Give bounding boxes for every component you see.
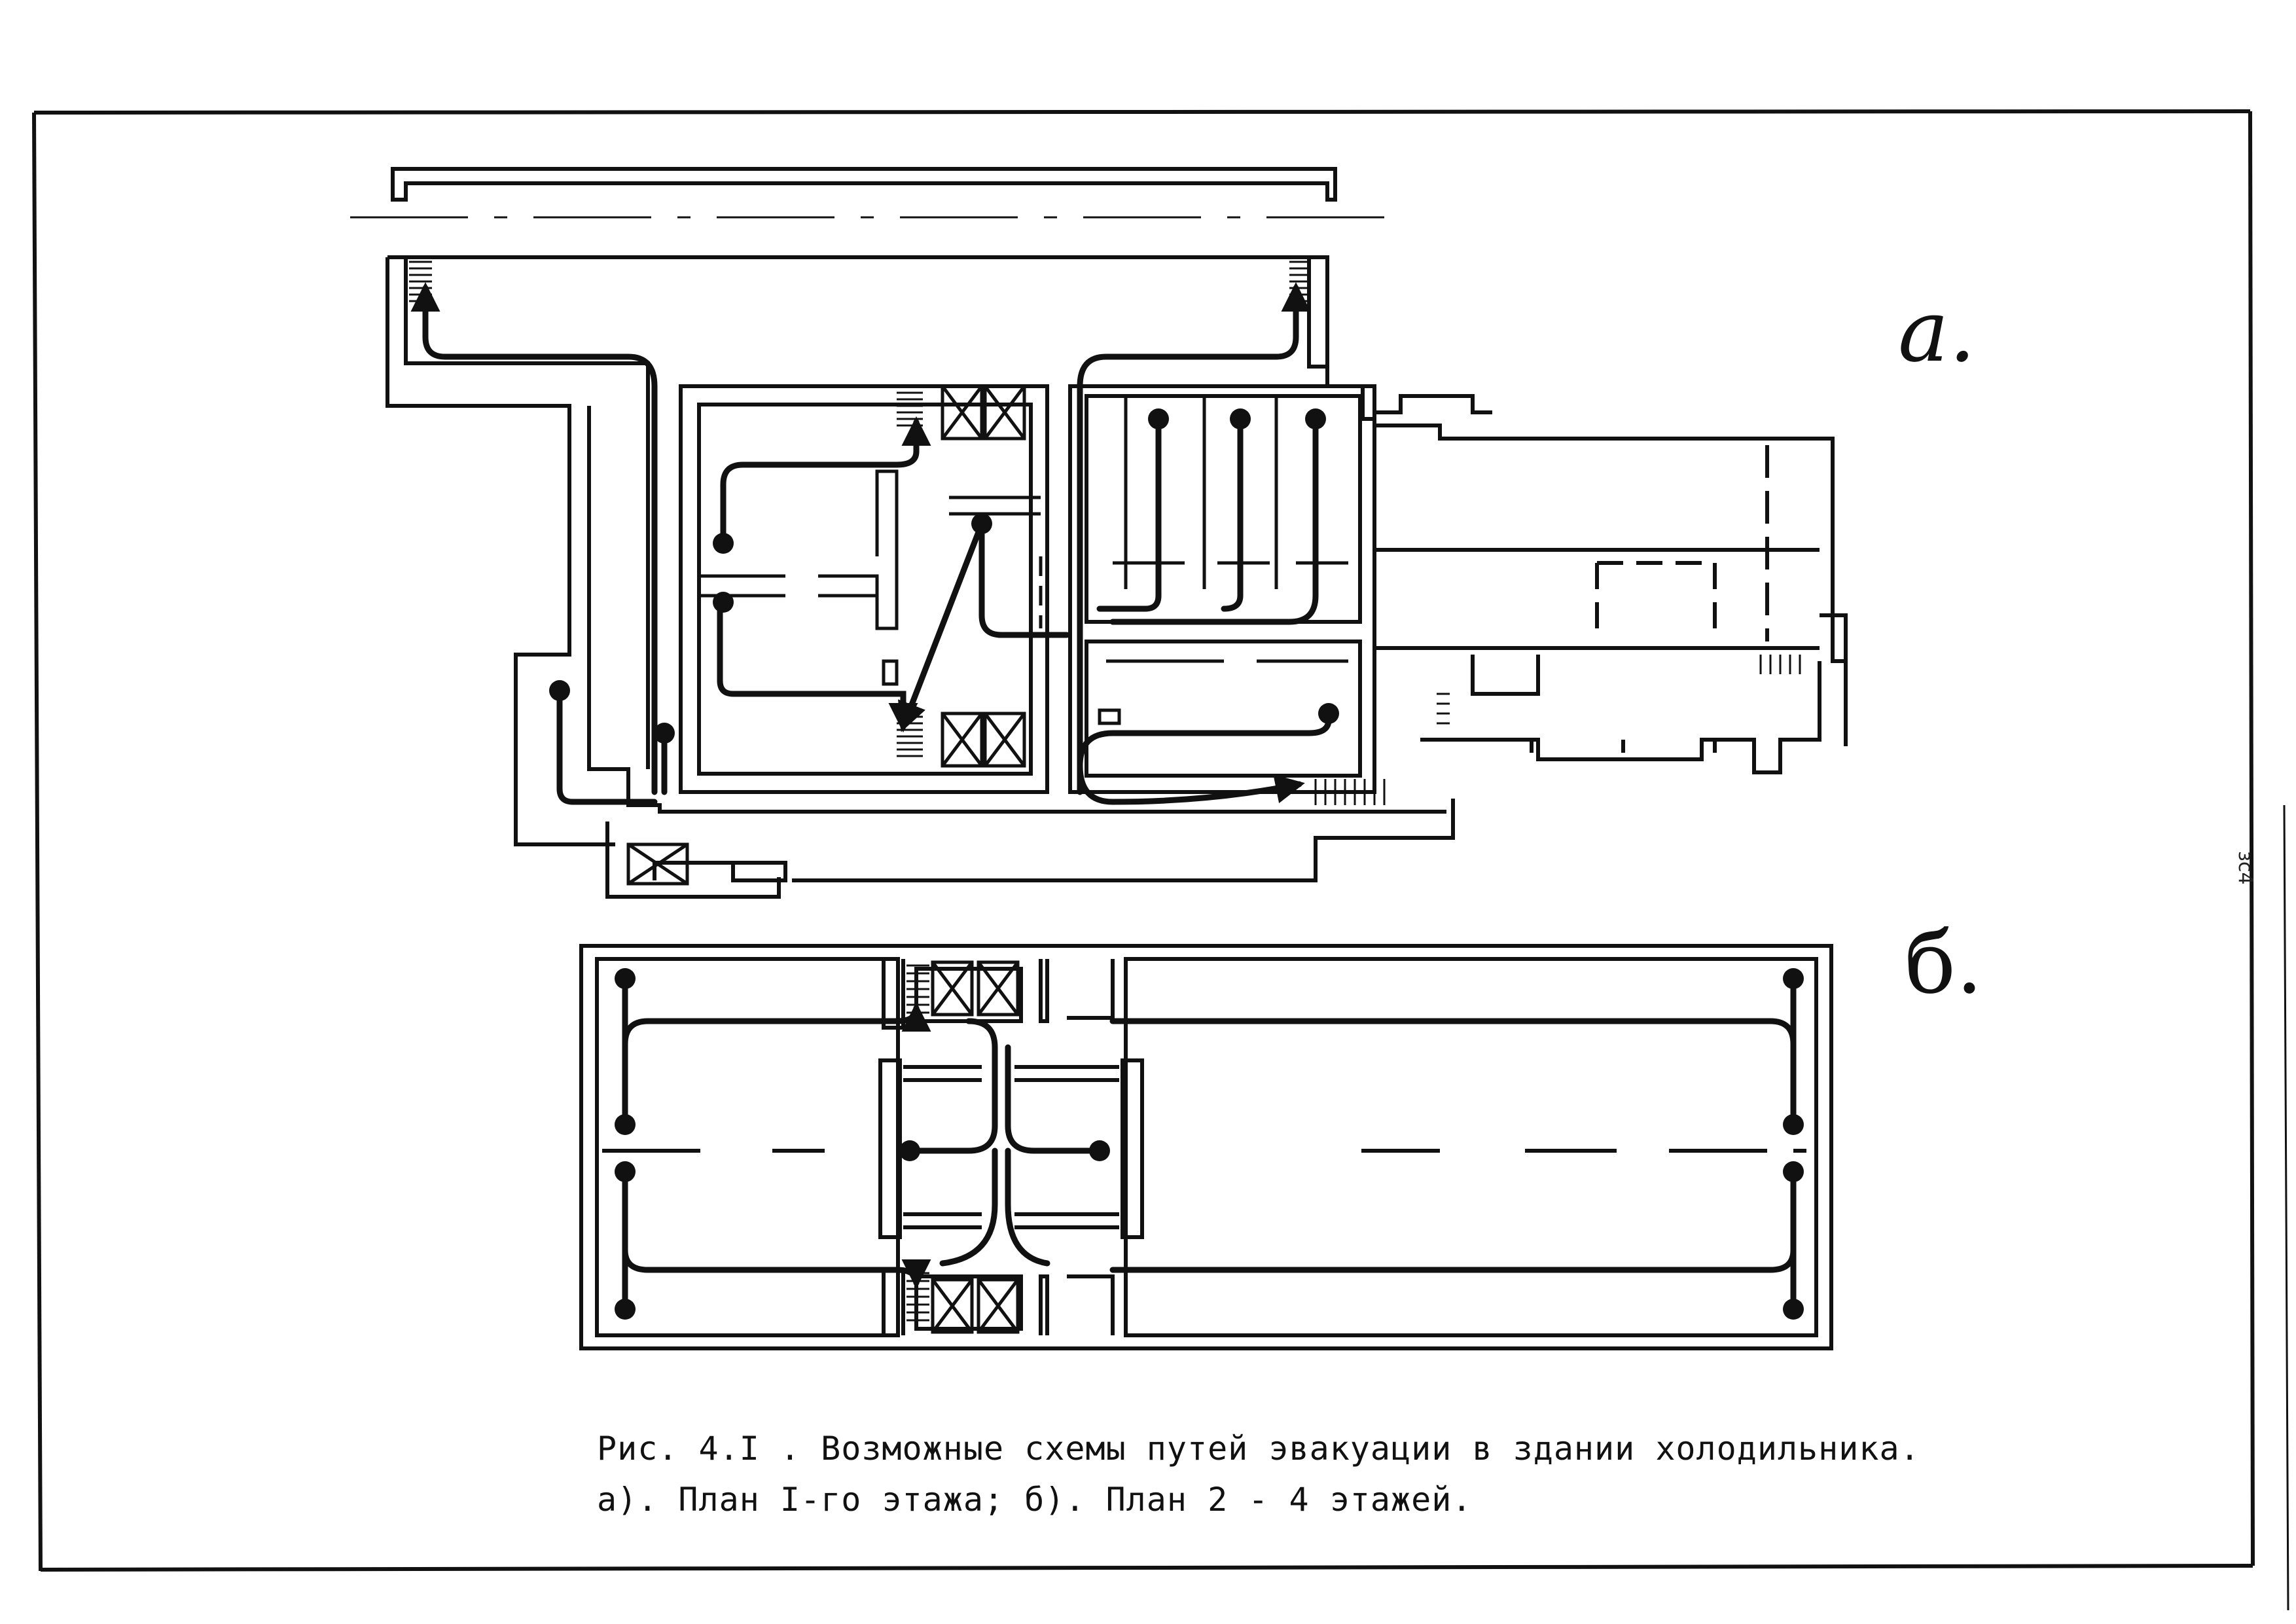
plan-a-evacuation-routes [410,282,1332,805]
plan-a-partitions [700,396,1348,725]
plan-a-start-points [549,408,1339,744]
plan-a-label: a. [1898,281,1976,381]
figure-caption-line-1: Рис. 4.I . Возможные схемы путей эвакуац… [597,1430,1920,1468]
plan-b [579,944,1833,1350]
plan-a [350,167,1848,899]
plan-b-walls [579,944,1833,1350]
plan-b-start-points [615,968,1804,1320]
side-mark: зс4 [2234,851,2257,885]
plan-b-label: б. [1905,913,1983,1013]
figure-caption-line-2: а). План I-го этажа; б). План 2 - 4 этаж… [597,1481,1473,1519]
plan-a-elevators [626,384,1026,886]
page-frame [32,109,2289,1611]
plan-a-walls [386,255,1848,899]
plan-b-evacuation-routes [622,975,1797,1312]
plan-a-canopy [350,167,1407,219]
